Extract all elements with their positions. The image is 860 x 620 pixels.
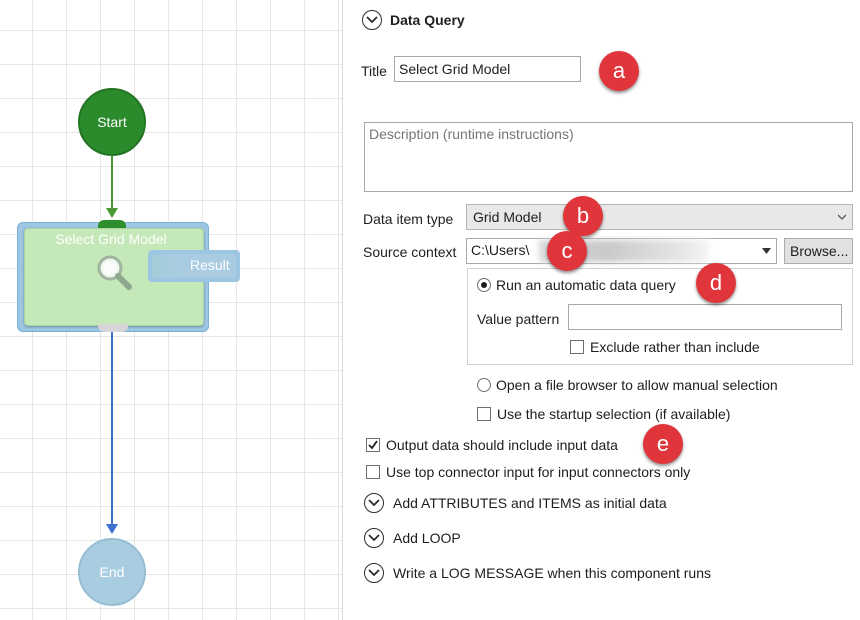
annotation-badge-e: e: [643, 424, 683, 464]
log-message-section[interactable]: Write a LOG MESSAGE when this component …: [393, 565, 711, 581]
section-title: Data Query: [390, 12, 465, 28]
output-include-checkbox[interactable]: [366, 438, 380, 452]
annotation-badge-c: c: [547, 231, 587, 271]
exclude-checkbox[interactable]: [570, 340, 584, 354]
component-node-title: Select Grid Model: [55, 231, 167, 247]
start-node-label: Start: [97, 114, 127, 130]
run-query-radio[interactable]: [477, 278, 491, 292]
add-loop-section[interactable]: Add LOOP: [393, 530, 461, 546]
connector-arrow: [106, 524, 118, 534]
file-browser-radio[interactable]: [477, 378, 491, 392]
connector-component-to-end: [111, 330, 113, 526]
result-connector-label: Result: [190, 257, 230, 273]
end-node[interactable]: End: [78, 538, 146, 606]
annotation-badge-a: a: [599, 51, 639, 91]
title-label: Title: [361, 63, 387, 79]
connector-start-to-component: [111, 156, 113, 212]
chevron-down-icon[interactable]: [364, 528, 384, 548]
top-connector-checkbox[interactable]: [366, 465, 380, 479]
data-item-type-select[interactable]: Grid Model: [466, 204, 853, 230]
startup-selection-checkbox[interactable]: [477, 407, 491, 421]
value-pattern-label: Value pattern: [477, 311, 560, 327]
output-connector-tab[interactable]: [98, 324, 128, 332]
chevron-down-icon[interactable]: [364, 563, 384, 583]
source-context-label: Source context: [363, 244, 457, 260]
data-item-type-value: Grid Model: [473, 209, 542, 225]
top-connector-label: Use top connector input for input connec…: [386, 464, 691, 480]
dropdown-arrow-icon[interactable]: [762, 248, 771, 254]
data-item-type-label: Data item type: [363, 211, 454, 227]
connector-arrow: [106, 208, 118, 218]
chevron-down-icon: [838, 214, 846, 220]
magnifier-icon: [97, 255, 132, 290]
value-pattern-input[interactable]: [568, 304, 842, 330]
exclude-label: Exclude rather than include: [590, 339, 760, 355]
file-browser-label: Open a file browser to allow manual sele…: [496, 377, 778, 393]
chevron-down-icon[interactable]: [362, 10, 382, 30]
run-query-label: Run an automatic data query: [496, 277, 676, 293]
chevron-down-icon[interactable]: [364, 493, 384, 513]
result-connector-body: [152, 254, 236, 278]
annotation-badge-b: b: [563, 196, 603, 236]
workflow-canvas[interactable]: Start Select Grid Model Result End: [0, 0, 343, 620]
end-node-label: End: [99, 564, 125, 580]
title-input[interactable]: [394, 56, 581, 82]
input-connector-tab[interactable]: [98, 220, 126, 230]
add-attributes-section[interactable]: Add ATTRIBUTES and ITEMS as initial data: [393, 495, 667, 511]
description-textarea[interactable]: [364, 122, 853, 192]
checkmark-icon: [368, 440, 378, 450]
startup-selection-label: Use the startup selection (if available): [497, 406, 731, 422]
browse-button[interactable]: Browse...: [784, 238, 853, 264]
properties-panel: Data Query Title Data item type Grid Mod…: [344, 0, 860, 620]
start-node[interactable]: Start: [78, 88, 146, 156]
annotation-badge-d: d: [696, 263, 736, 303]
source-context-value: C:\Users\: [471, 242, 530, 258]
output-include-label: Output data should include input data: [386, 437, 618, 453]
